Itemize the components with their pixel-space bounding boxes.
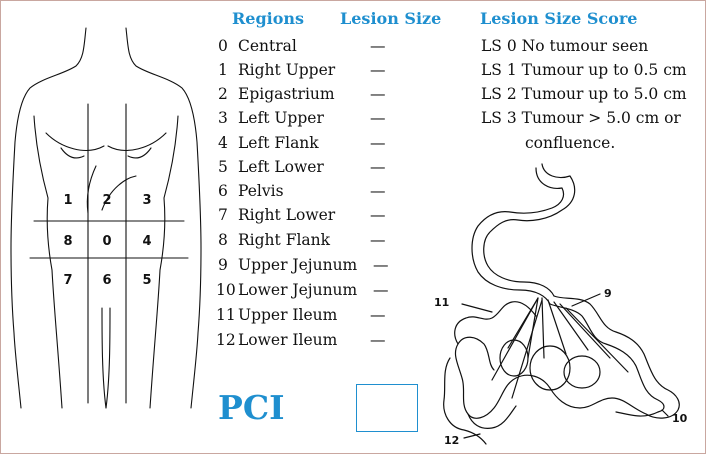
regions-header: Regions <box>232 9 304 28</box>
region-name: Left Lower <box>238 158 324 176</box>
score-line: LS 1 Tumour up to 0.5 cm <box>481 61 687 79</box>
region-name: Lower Ileum <box>238 331 337 349</box>
score-line: LS 0 No tumour seen <box>481 37 648 55</box>
lesion-size-value[interactable]: — <box>373 256 389 274</box>
score-line: LS 3 Tumour > 5.0 cm or <box>481 109 681 127</box>
region-label-3: 3 <box>142 193 151 208</box>
score-line: confluence. <box>525 134 615 152</box>
bowel-label-10: 10 <box>672 412 688 425</box>
bowel-label-11: 11 <box>434 296 449 309</box>
region-name: Pelvis <box>238 182 284 200</box>
lesion-size-value[interactable]: — <box>370 109 386 127</box>
bowel-label-9: 9 <box>604 287 612 300</box>
region-label-5: 5 <box>142 273 151 288</box>
region-name: Right Lower <box>238 206 335 224</box>
abdomen-torso-diagram: 1 2 3 8 0 4 7 6 5 <box>6 8 206 448</box>
region-label-6: 6 <box>102 273 111 288</box>
lesion-size-score-header: Lesion Size Score <box>480 9 637 28</box>
region-name: Right Flank <box>238 231 330 249</box>
lesion-size-value[interactable]: — <box>370 231 386 249</box>
region-name: Right Upper <box>238 61 335 79</box>
region-number: 11 <box>216 306 240 324</box>
lesion-size-value[interactable]: — <box>370 134 386 152</box>
region-name: Epigastrium <box>238 85 335 103</box>
lesion-size-value[interactable]: — <box>370 61 386 79</box>
lesion-size-value[interactable]: — <box>370 158 386 176</box>
region-name: Upper Jejunum <box>238 256 357 274</box>
small-bowel-diagram: 11 9 10 12 <box>432 158 692 450</box>
region-name: Upper Ileum <box>238 306 337 324</box>
region-number: 10 <box>216 281 240 299</box>
region-number: 12 <box>216 331 240 349</box>
region-label-8: 8 <box>63 234 72 249</box>
pci-score-box[interactable] <box>356 384 418 432</box>
lesion-size-header: Lesion Size <box>340 9 441 28</box>
lesion-size-value[interactable]: — <box>370 182 386 200</box>
region-name: Lower Jejunum <box>238 281 357 299</box>
score-line: LS 2 Tumour up to 5.0 cm <box>481 85 687 103</box>
lesion-size-value[interactable]: — <box>370 206 386 224</box>
lesion-size-value[interactable]: — <box>370 306 386 324</box>
region-label-4: 4 <box>142 234 151 249</box>
pci-label: PCI <box>218 388 285 427</box>
lesion-size-value[interactable]: — <box>373 281 389 299</box>
region-label-1: 1 <box>63 193 72 208</box>
lesion-size-value[interactable]: — <box>370 331 386 349</box>
region-label-0: 0 <box>102 234 111 249</box>
bowel-label-12: 12 <box>444 434 459 447</box>
region-label-7: 7 <box>63 273 72 288</box>
region-label-2: 2 <box>102 193 111 208</box>
lesion-size-value[interactable]: — <box>370 37 386 55</box>
lesion-size-value[interactable]: — <box>370 85 386 103</box>
region-name: Central <box>238 37 297 55</box>
region-name: Left Upper <box>238 109 324 127</box>
region-name: Left Flank <box>238 134 319 152</box>
